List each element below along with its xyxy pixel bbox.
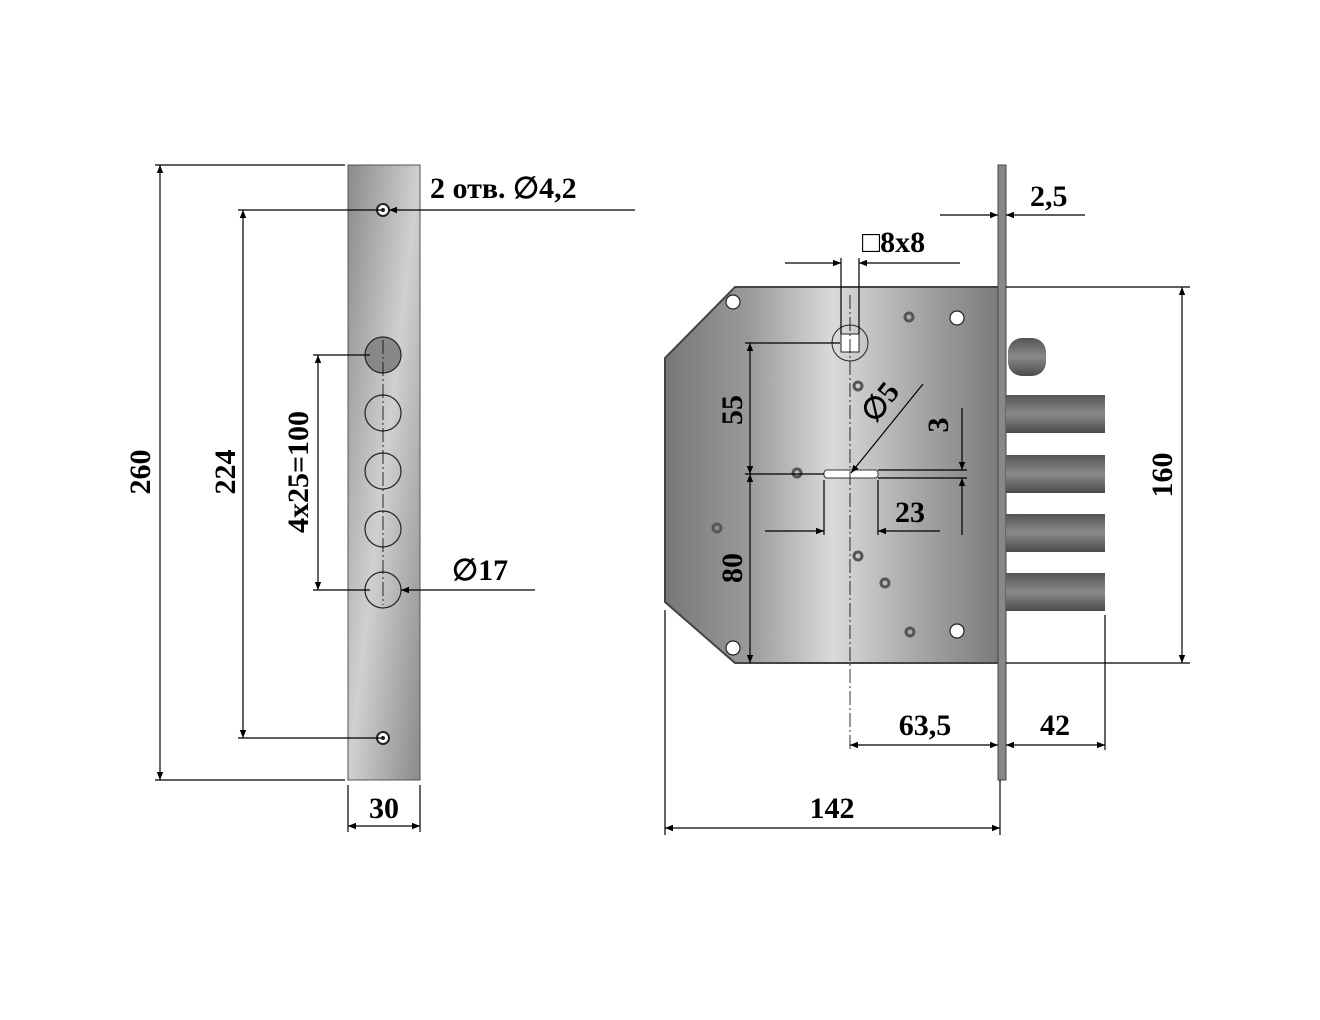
latch: [1008, 338, 1046, 376]
rivet: [852, 550, 864, 562]
bolt: [1006, 395, 1105, 433]
rivet: [904, 626, 916, 638]
rivet: [903, 311, 915, 323]
cylinder-holes-label: 4x25=100: [282, 411, 315, 533]
rivet: [711, 522, 723, 534]
faceplate-thickness-label: 2,5: [1030, 180, 1068, 213]
hole-spacing-label: 224: [209, 450, 242, 495]
upper-offset-label: 55: [716, 395, 749, 425]
lock-body-view: 2,5 □8x8 160 142 63,5 42 55 80 ∅5 3 23: [664, 164, 1190, 835]
faceplate: [347, 164, 421, 781]
bolt: [1006, 455, 1105, 493]
rivet: [791, 467, 803, 479]
bolt: [1006, 573, 1105, 611]
mount-holes-label: 2 отв. ∅4,2: [430, 172, 577, 205]
screw-hole: [949, 623, 965, 639]
spindle-label: □8x8: [862, 226, 925, 259]
screw-hole: [725, 640, 741, 656]
lock-faceplate-edge: [997, 164, 1007, 781]
bolt-throw-label: 42: [1040, 709, 1070, 742]
keyhole-length-label: 23: [895, 496, 925, 529]
screw-hole: [949, 310, 965, 326]
keyhole-width-label: 3: [922, 418, 955, 433]
bolt: [1006, 514, 1105, 552]
hole-diameter-label: ∅17: [452, 554, 508, 587]
screw-hole: [725, 294, 741, 310]
lock-depth-label: 142: [810, 792, 855, 825]
rivet: [852, 380, 864, 392]
lock-height-label: 160: [1146, 453, 1179, 498]
faceplate-view: 260 224 4x25=100 30 2 отв. ∅4,2 ∅17: [124, 164, 635, 832]
keyhole: [823, 469, 879, 479]
backset-label: 63,5: [899, 709, 952, 742]
lower-offset-label: 80: [716, 553, 749, 583]
faceplate-height-label: 260: [124, 450, 157, 495]
faceplate-width-label: 30: [369, 792, 399, 825]
rivet: [879, 577, 891, 589]
